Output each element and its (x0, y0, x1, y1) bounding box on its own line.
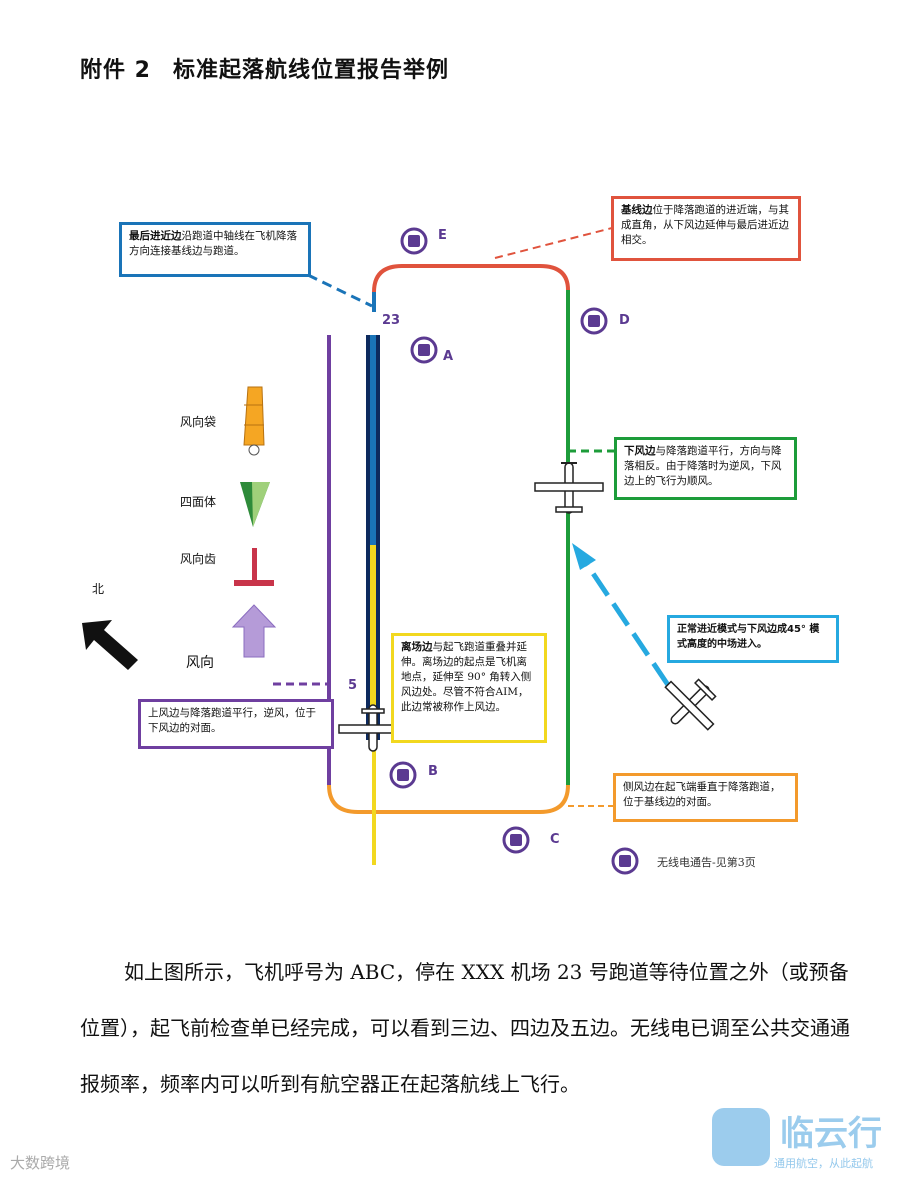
position-c: C (550, 832, 560, 847)
callout-departure: 离场边与起飞跑道重叠并延伸。离场边的起点是飞机离地点，延伸至 90° 角转入侧风… (391, 633, 547, 743)
position-b: B (428, 764, 438, 779)
north-label: 北 (92, 582, 105, 596)
legend-windsock-label: 风向袋 (180, 415, 217, 429)
north-arrow-icon (82, 620, 138, 670)
callout-base: 基线边位于降落跑道的进近端，与其成直角，从下风边延伸与最后进近边相交。 (611, 196, 801, 261)
page-heading: 附件 2 标准起落航线位置报告举例 (80, 52, 449, 84)
watermark-left: 大数跨境 (10, 1154, 71, 1172)
runway-end-23: 23 (382, 313, 401, 328)
callout-crosswind: 侧风边在起飞端垂直于降落跑道，位于基线边的对面。 (613, 773, 798, 822)
runway-end-5: 5 (348, 678, 358, 693)
body-paragraph: 如上图所示，飞机呼号为 ABC，停在 XXX 机场 23 号跑道等待位置之外（或… (80, 944, 860, 1112)
airplane-icon (664, 678, 717, 731)
entry-arrow-line (583, 561, 671, 687)
callout-final: 最后进近边沿跑道中轴线在飞机降落方向连接基线边与跑道。 (119, 222, 311, 277)
runway-departure-overlay (370, 545, 376, 740)
legend-wind-tee-label: 风向齿 (180, 552, 217, 566)
windsock-icon (243, 386, 265, 456)
legend-tetrahedron-label: 四面体 (180, 495, 217, 509)
entry-arrow-head (572, 543, 596, 570)
wind-tee-icon (234, 548, 274, 586)
radio-note: 无线电通告-见第3页 (657, 856, 756, 869)
crosswind-leg (327, 784, 570, 814)
callout-upwind: 上风边与降落跑道平行，逆风，位于下风边的对面。 (138, 699, 334, 749)
legend-wind-label: 风向 (186, 655, 214, 671)
heading-title: 标准起落航线位置报告举例 (172, 58, 449, 83)
watermark-right-sub: 通用航空，从此起航 (774, 1157, 873, 1170)
tetrahedron-icon (240, 482, 270, 527)
runway-final-overlay (370, 335, 376, 545)
traffic-pattern-diagram (82, 227, 717, 875)
watermark-right-title: 临云行 (780, 1114, 882, 1154)
heading-prefix: 附件 2 (80, 58, 151, 83)
radio-icon (389, 227, 639, 875)
position-d: D (619, 313, 630, 328)
airplane-icon (534, 462, 604, 514)
wind-arrow-icon (231, 604, 277, 658)
base-leg (372, 264, 570, 293)
watermark-logo (712, 1108, 770, 1166)
connector-final (307, 273, 373, 308)
callout-downwind: 下风边与降落跑道平行，方向与降落相反。由于降落时为逆风，下风边上的飞行为顺风。 (614, 437, 797, 500)
position-e: E (438, 228, 447, 243)
paragraph-text: 如上图所示，飞机呼号为 ABC，停在 XXX 机场 23 号跑道等待位置之外（或… (80, 960, 850, 1096)
callout-entry: 正常进近模式与下风边成45° 模式高度的中场进入。 (667, 615, 839, 663)
airplane-icon (338, 704, 408, 752)
connector-base (494, 227, 613, 259)
position-a: A (443, 349, 454, 364)
